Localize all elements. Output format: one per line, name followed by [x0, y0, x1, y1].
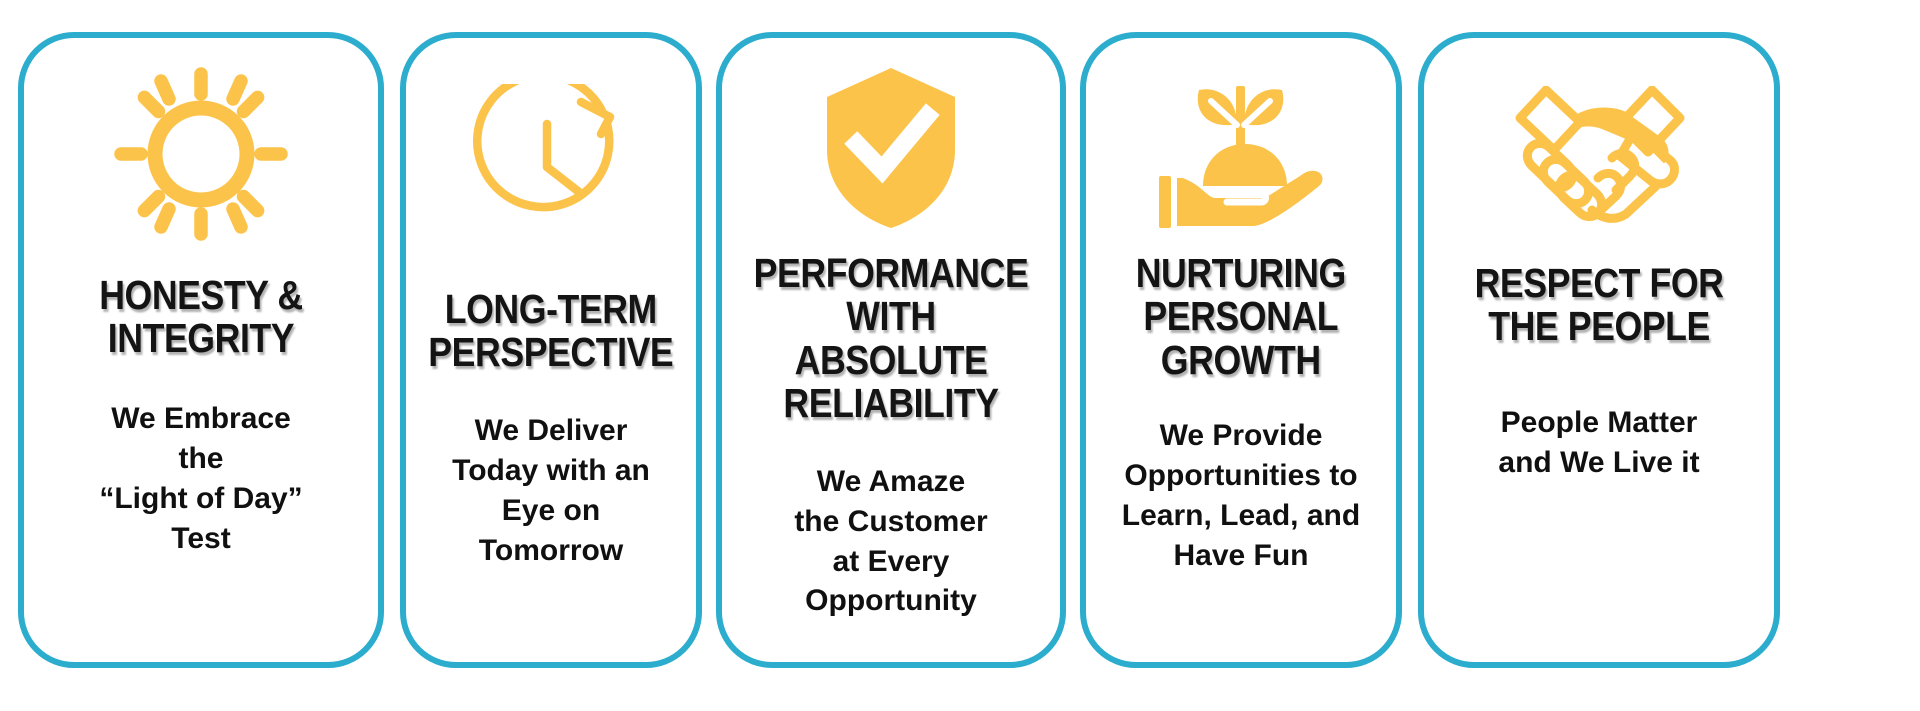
- shield-check-icon: [827, 68, 955, 228]
- sun-icon-container: [24, 38, 378, 242]
- card-title: HONESTY &INTEGRITY: [99, 272, 303, 362]
- clock-arrow-icon-container: [406, 38, 696, 244]
- hand-sprout-icon-container: [1086, 38, 1396, 232]
- clock-arrow-icon: [473, 84, 615, 212]
- hand-sprout-icon: [1159, 86, 1323, 228]
- sun-icon: [114, 67, 288, 241]
- shield-check-icon-container: [722, 38, 1060, 232]
- handshake-icon-container: [1424, 38, 1774, 236]
- handshake-icon: [1515, 86, 1685, 223]
